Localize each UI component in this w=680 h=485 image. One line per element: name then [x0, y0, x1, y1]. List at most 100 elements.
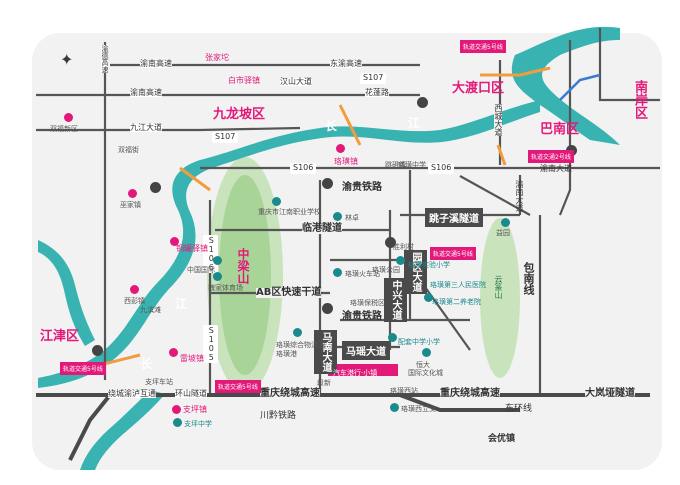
project-name[interactable]: 汽车港行·小镇 — [333, 369, 378, 377]
poi-marker — [169, 348, 178, 357]
road-label-maduyan: 马瑶大道 — [342, 341, 390, 360]
poi-linzhuo[interactable]: 林卓 — [345, 214, 359, 222]
yunzhuan-mountain — [480, 218, 520, 378]
road-label-zhongxing: 中兴大道 — [384, 278, 407, 322]
river-upper-right — [511, 26, 620, 145]
poi-peizheng[interactable]: 配套中学小学 — [398, 338, 440, 346]
district-dadukou[interactable]: 大渡口区 — [452, 81, 505, 96]
road-label-s106: S106 — [290, 163, 317, 174]
poi-marker-teal — [333, 268, 342, 277]
poi-marker-teal — [388, 333, 397, 342]
metro-orange-5 — [496, 144, 507, 166]
poi-marker-teal — [422, 348, 431, 357]
poi-marker-teal — [213, 272, 222, 281]
poi-zhangjiatuo[interactable]: 张家坨 — [205, 53, 229, 62]
district-banan[interactable]: 巴南区 — [540, 122, 580, 137]
road-label-yugui2: 渝贵铁路 — [342, 311, 382, 322]
road-east — [598, 28, 660, 102]
rail-tag-banan[interactable]: 轨道交通2号线 — [528, 150, 574, 163]
poi-marker — [170, 237, 179, 246]
poi-cultural[interactable]: 国际文化城 — [408, 369, 443, 377]
mountain-yunzhuan: 云篆山 — [494, 275, 503, 299]
road-label-mangang: 马南大道 — [314, 330, 337, 374]
zhongliang-mountain-inner — [219, 175, 271, 375]
road-label-baonan: 包南线 — [522, 262, 535, 295]
poi-marker — [64, 113, 73, 122]
poi-luo-school[interactable]: 珞璜中学 — [398, 161, 426, 169]
road-label-s107b: S107 — [212, 132, 239, 143]
poi-zhifang-ferry[interactable]: 支坪车站 — [145, 378, 173, 386]
poi-yangjia[interactable]: 巫家镇 — [120, 201, 141, 209]
road-label-huanshan: 环山隧道 — [175, 389, 207, 398]
poi-zhifang[interactable]: 支坪镇 — [183, 405, 207, 414]
poi-zhifang-mid[interactable]: 支坪中学 — [184, 420, 212, 428]
poi-jiutan[interactable]: 九滨滩 — [140, 306, 161, 314]
poi-luohuang-school2[interactable]: 珞璜实验小学 — [408, 261, 450, 269]
poi-gongyuan[interactable]: 珞璜公园 — [372, 266, 400, 274]
poi-shuangfu[interactable]: 双福新区 — [50, 125, 78, 133]
road-label-chuanqian: 川黔铁路 — [260, 411, 297, 421]
poi-luohuang-port[interactable]: 珞璜港 — [276, 350, 297, 358]
mountain-zhongliang: 中梁山 — [236, 248, 250, 284]
road-label-jiujiang: 九江大道 — [130, 123, 162, 132]
road-label-abqu: AB区快速干道 — [256, 287, 322, 298]
road-label-jiangzi: 跳子溪隧道 — [425, 208, 483, 227]
poi-luo-station[interactable]: 珞璜火车站 — [345, 270, 380, 278]
river-left-branch — [38, 240, 95, 346]
poi-baishiyi[interactable]: 白市驿镇 — [228, 76, 260, 85]
poi-nursing[interactable]: 珞璜第二养老院 — [432, 298, 481, 306]
poi-wenhua[interactable]: 雷坡镇 — [180, 354, 204, 363]
poi-marker — [172, 405, 181, 414]
poi-marker — [130, 285, 139, 294]
poi-yunhai[interactable]: 珞璜西立交 — [401, 405, 436, 413]
district-jinjin[interactable]: 江津区 — [40, 329, 80, 344]
poi-shuangjian[interactable]: 双福街 — [118, 146, 139, 154]
road-label-ring2: 重庆绕城高速 — [440, 388, 500, 399]
poi-luohuang[interactable]: 珞璜镇 — [334, 157, 358, 166]
road-jiujiang — [36, 126, 301, 132]
compass-icon: ✦ — [60, 50, 74, 69]
train-station-icon — [322, 178, 333, 189]
metro-blue — [559, 73, 601, 101]
poi-tongguan[interactable]: 铜罐驿镇 — [176, 244, 208, 253]
poi-xiyong[interactable]: 西彭镇 — [124, 297, 145, 305]
rail-tag-lh[interactable]: 轨道交通5号线 — [430, 247, 476, 260]
poi-jiangnan-school[interactable]: 重庆市江南职业学校 — [258, 208, 321, 216]
district-nanan[interactable]: 南岸区 — [632, 80, 647, 119]
train-station-icon — [385, 237, 396, 248]
poi-yiyuan[interactable]: 益园 — [496, 229, 510, 237]
road-label-dalan: 大岚垭隧道 — [585, 388, 635, 399]
poi-school-marker — [173, 418, 182, 427]
road-label-s105: S105 — [203, 325, 218, 363]
rail-tag-dadukou[interactable]: 轨道交通5号线 — [460, 40, 506, 53]
poi-wei-gym[interactable]: 魏家体育场 — [208, 284, 243, 292]
river-label-chang1: 长 — [325, 119, 338, 133]
poi-marker-teal — [396, 256, 405, 265]
poi-luohuang-center[interactable]: 珞璜综合物流园 — [276, 341, 325, 349]
poi-people-hosp[interactable]: 珞璜第三人民医院 — [430, 281, 486, 289]
poi-luohuang-zone[interactable]: 珞璜保税区 — [350, 299, 385, 307]
district-jiulongpo[interactable]: 九龙坡区 — [213, 107, 266, 122]
road-label-yuhuan: 汉山大道 — [280, 77, 312, 86]
rail-tag-tq[interactable]: 轨道交通5号线 — [215, 380, 261, 393]
rail-tag-jinjin[interactable]: 轨道交通5号线 — [60, 362, 106, 375]
river-label-chang2: 长 — [140, 357, 153, 371]
poi-hengda[interactable]: 恒大 — [416, 361, 430, 369]
poi-tiaojing[interactable]: 跳磴镇 — [385, 161, 406, 169]
train-station-icon — [322, 303, 333, 314]
river-main — [38, 100, 540, 388]
poi-marker-teal — [390, 403, 399, 412]
poi-school-marker — [272, 197, 281, 206]
poi-duan-xin[interactable]: 段新 — [317, 379, 331, 387]
road-label-gaowan: 渝德高速 — [101, 45, 109, 73]
road-label-dongyu: 东渝高速 — [330, 59, 362, 68]
poi-marker-teal — [501, 218, 510, 227]
poi-zhongguang[interactable]: 中国国际 — [187, 266, 215, 274]
poi-shengli[interactable]: 胜利村 — [393, 243, 414, 251]
road-label-lingang: 临港隧道 — [302, 223, 342, 234]
train-station-icon — [92, 345, 103, 356]
metro-orange-1 — [338, 104, 362, 146]
metro-orange-2 — [179, 166, 211, 192]
poi-luohuang-xi[interactable]: 珞璜西站 — [390, 387, 418, 395]
train-station-icon — [417, 97, 428, 108]
